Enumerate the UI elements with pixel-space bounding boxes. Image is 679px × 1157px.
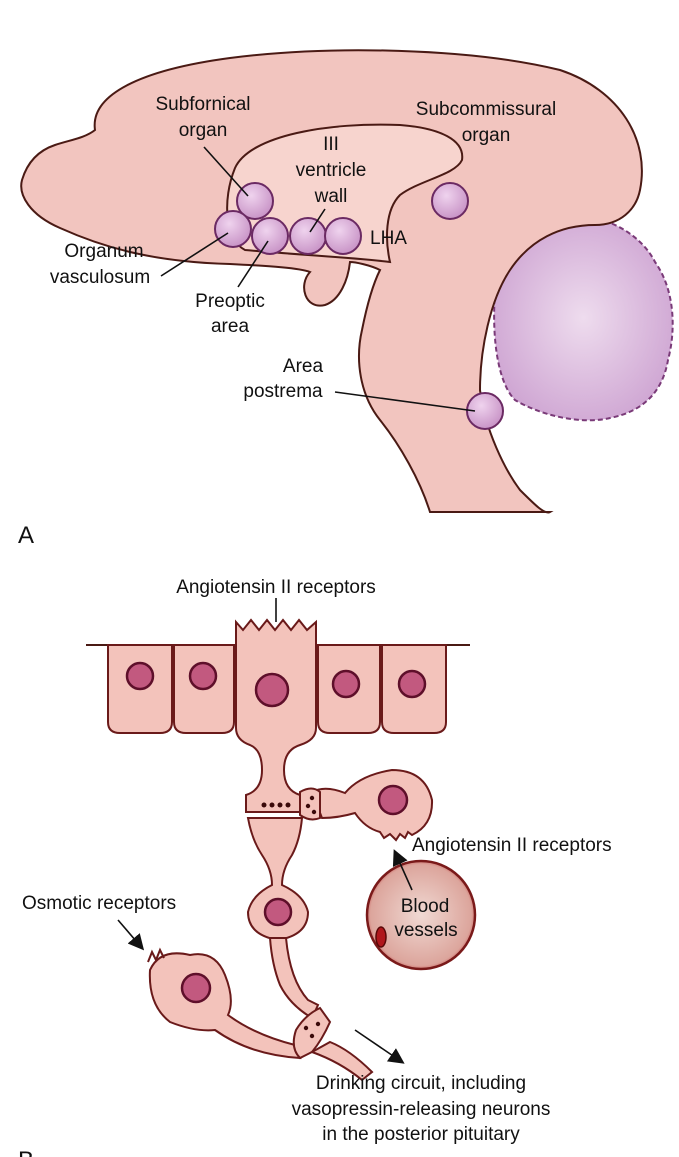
epithelial-nucleus xyxy=(125,661,155,691)
area-postrema-label-1: Area xyxy=(283,356,324,377)
osmotic-neuron-nucleus xyxy=(180,972,212,1004)
red-blood-cell xyxy=(375,926,387,948)
subcommissural-label-1: Subcommissural xyxy=(416,99,556,120)
synaptic-vesicle xyxy=(309,795,315,801)
preoptic-leader-line xyxy=(237,240,269,288)
epithelial-nucleus xyxy=(397,669,427,699)
drinking-circuit-label-1: Drinking circuit, including xyxy=(316,1073,526,1094)
preoptic-label-2: area xyxy=(211,316,249,337)
osmotic-arrow xyxy=(117,919,145,951)
area-postrema-leader-line xyxy=(334,391,476,412)
epithelial-nucleus xyxy=(188,661,218,691)
organum-vasculosum-circle xyxy=(214,210,252,248)
organum-leader-line xyxy=(160,232,229,277)
subfornical-organ-circle xyxy=(236,182,274,220)
subcommissural-organ-circle xyxy=(431,182,469,220)
subfornical-label-2: organ xyxy=(179,120,228,141)
osmotic-receptors-label: Osmotic receptors xyxy=(22,893,176,914)
area-postrema-label-2: postrema xyxy=(243,381,323,402)
subfornical-leader-line xyxy=(203,146,249,197)
lha-circle xyxy=(324,217,362,255)
organum-label-2: vasculosum xyxy=(50,267,150,288)
synaptic-vesicle xyxy=(261,802,267,808)
organum-label-1: Organum xyxy=(64,241,143,262)
synaptic-vesicle xyxy=(303,1025,309,1031)
synaptic-vesicle xyxy=(311,809,317,815)
angiotensin-neuron-nucleus xyxy=(377,784,409,816)
output-synapse xyxy=(292,1006,332,1060)
angiotensin-cell-nucleus xyxy=(254,672,290,708)
blood-vessels-label-1: Blood xyxy=(401,896,450,917)
output-axon xyxy=(309,1040,374,1082)
ventricle-wall-leader-line xyxy=(309,208,326,233)
angiotensin-sensing-cell xyxy=(235,618,317,813)
drinking-circuit-arrow xyxy=(354,1029,405,1064)
subcommissural-label-2: organ xyxy=(462,125,511,146)
cerebellum-shape xyxy=(493,214,674,422)
brain-outline xyxy=(20,49,643,514)
preoptic-label-1: Preoptic xyxy=(195,291,265,312)
angiotensin-side-label: Angiotensin II receptors xyxy=(412,835,612,856)
preoptic-area-circle xyxy=(251,217,289,255)
ventricle-wall-label-1: III xyxy=(323,134,339,155)
drinking-circuit-label-2: vasopressin-releasing neurons xyxy=(292,1099,551,1120)
synaptic-vesicle xyxy=(285,802,291,808)
area-postrema-circle xyxy=(466,392,504,430)
ventricle-wall-circle xyxy=(289,217,327,255)
blood-vessels-label-2: vessels xyxy=(394,920,457,941)
synaptic-vesicle xyxy=(305,803,311,809)
subfornical-label-1: Subfornical xyxy=(155,94,250,115)
lha-label: LHA xyxy=(370,228,407,249)
panel-b-label: B xyxy=(18,1147,34,1157)
panel-a-label: A xyxy=(18,522,34,549)
epithelial-nucleus xyxy=(331,669,361,699)
panel-b-cell-diagram: Angiotensin II receptors Angiotensin II … xyxy=(22,577,612,1145)
synaptic-vesicle xyxy=(309,1033,315,1039)
drinking-circuit-label-3: in the posterior pituitary xyxy=(322,1124,520,1145)
relay-neuron-axon xyxy=(268,937,320,1020)
ventricle-wall-label-3: wall xyxy=(314,186,348,207)
panel-a-brain-diagram: Subfornical organ Subcommissural organ I… xyxy=(20,49,674,514)
relay-neuron-nucleus xyxy=(263,897,293,927)
angiotensin-top-label: Angiotensin II receptors xyxy=(176,577,376,598)
synapse-bouton xyxy=(299,787,321,821)
synaptic-vesicle xyxy=(315,1021,321,1027)
osmotic-receptor-tips xyxy=(147,947,165,963)
angiotensin-receptor-neuron xyxy=(310,768,434,842)
blood-to-receptor-arrow xyxy=(392,849,413,891)
blood-vessel xyxy=(365,859,477,971)
synaptic-vesicle xyxy=(277,802,283,808)
ventricle-wall-label-2: ventricle xyxy=(296,160,367,181)
synaptic-vesicle xyxy=(269,802,275,808)
